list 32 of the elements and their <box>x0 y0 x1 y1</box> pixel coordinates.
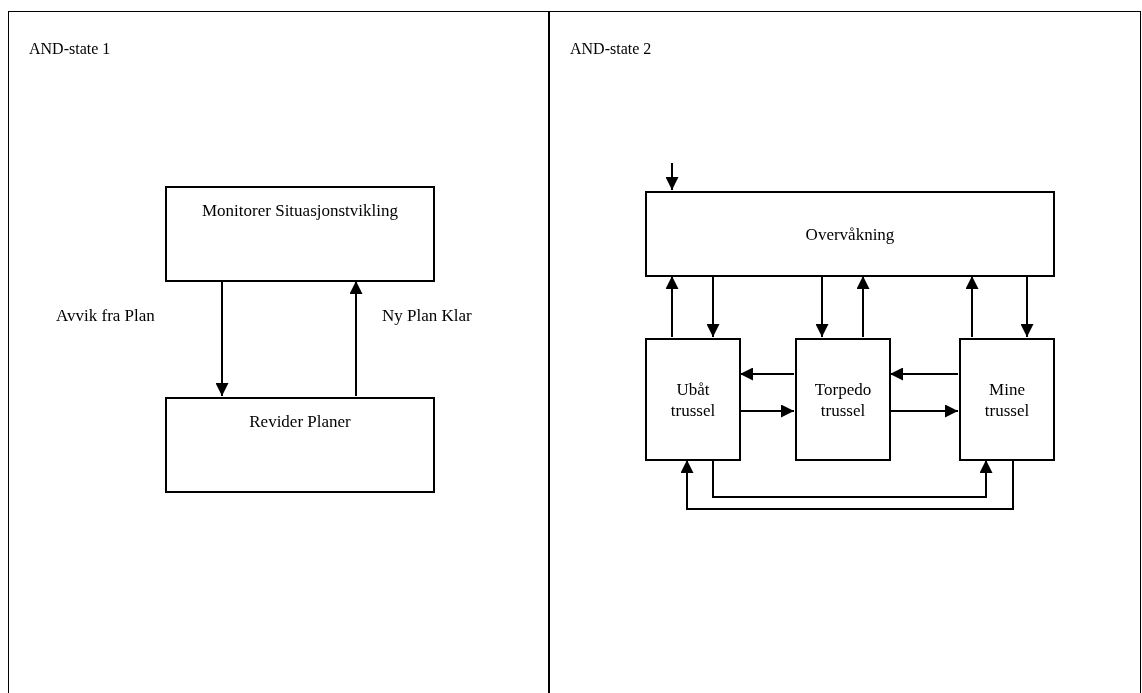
panel-heading: AND-state 1 <box>29 40 111 58</box>
edge-label: Ny Plan Klar <box>380 306 474 326</box>
arrow <box>856 275 870 338</box>
panel-heading: AND-state 2 <box>570 40 652 58</box>
state-panel <box>8 11 549 693</box>
arrow <box>349 280 363 397</box>
state-panel <box>549 11 1141 693</box>
arrow <box>665 275 679 338</box>
arrow <box>215 280 229 397</box>
state-box <box>165 397 435 493</box>
arrow <box>889 367 959 381</box>
arrow <box>815 275 829 338</box>
state-label: Mine trussel <box>983 378 1031 421</box>
arrow <box>706 275 720 338</box>
arrow <box>712 459 993 498</box>
state-label: Monitorer Situasjonstvikling <box>201 200 399 221</box>
state-label: Torpedo trussel <box>813 378 873 421</box>
arrow <box>965 275 979 338</box>
arrow <box>889 404 959 418</box>
state-box <box>795 338 891 461</box>
state-box <box>165 186 435 282</box>
arrow <box>665 162 679 191</box>
state-label: Revider Planer <box>248 411 352 432</box>
arrow <box>739 367 795 381</box>
state-label: Overvåkning <box>804 223 896 245</box>
state-label: Ubåt trussel <box>669 378 717 421</box>
arrow <box>739 404 795 418</box>
state-box <box>645 191 1055 277</box>
state-box <box>959 338 1055 461</box>
arrow <box>680 459 1014 510</box>
state-box <box>645 338 741 461</box>
arrow <box>1020 275 1034 338</box>
